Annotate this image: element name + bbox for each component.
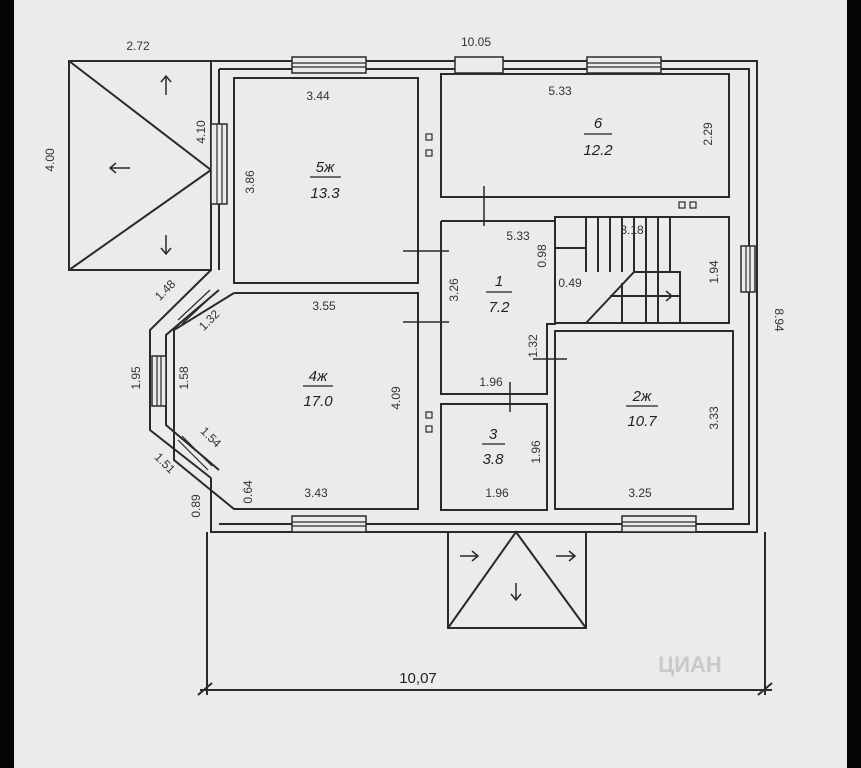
room-area: 3.8 [483,451,505,468]
room-5: 5ж 13.3 [310,159,340,202]
dim-label: 1.96 [529,440,543,464]
dim-label: 1.32 [526,334,540,358]
dim-label: 3.26 [447,278,461,302]
dimension-line [197,532,773,696]
dim-label: 1.94 [707,260,721,284]
dim-label: 3.55 [312,299,336,313]
room-5-outline [233,77,419,284]
dim-label: 1.96 [485,486,509,500]
porch [447,530,587,629]
doors [403,186,567,412]
dim-label: 0.64 [241,480,255,504]
dim-label: 1.96 [479,375,503,389]
window-icon [291,515,367,533]
room-area: 17.0 [303,393,333,410]
dim-label: 3.43 [304,486,328,500]
window-icon [291,56,367,74]
dim-label: 3.44 [306,89,330,103]
dim-label: 0.49 [558,276,582,290]
room-1: 1 7.2 [489,273,511,316]
dim-label: 4.09 [389,386,403,410]
room-area: 13.3 [310,185,340,202]
fraction-bars [303,133,658,445]
room-label: 2ж [632,388,652,405]
windows [151,56,756,533]
room-2-outline [554,330,734,510]
dim-label: 5.33 [548,84,572,98]
room-4: 4ж 17.0 [303,368,333,410]
room-label: 1 [495,273,503,290]
dim-label: 1.32 [196,307,223,334]
room-area: 12.2 [583,142,613,159]
window-icon [621,515,697,533]
arrow-icons [108,74,674,602]
room-2: 2ж 10.7 [627,388,657,430]
dim-label: 0.89 [189,494,203,518]
dim-label: 1.58 [177,366,191,390]
room-6: 6 12.2 [583,115,613,159]
room-3-outline [440,403,548,511]
room-area: 10.7 [627,413,657,430]
window-glazing [156,62,751,527]
dim-label: 3.86 [243,170,257,194]
window-icon [454,56,504,74]
window-icon [740,245,756,293]
dim-label: 1.48 [152,277,179,304]
dim-label: 2.29 [701,122,715,146]
dim-label: 5.33 [506,229,530,243]
dim-bottom-width: 10,07 [399,670,437,687]
dim-label: 0.98 [535,244,549,268]
dim-terrace-width: 2.72 [126,39,150,53]
room-label: 5ж [316,159,335,176]
dim-right-depth: 8.94 [772,308,786,332]
room-4-outline [173,292,419,510]
window-icon [151,355,167,407]
dim-top-width: 10.05 [461,35,491,49]
dim-label: 3.18 [620,223,644,237]
dim-label: 3.33 [707,406,721,430]
window-icon [586,56,662,74]
room-area: 7.2 [489,299,511,316]
vent-icons [425,133,697,433]
room-label: 6 [594,115,603,132]
watermark: ЦИАН [658,652,722,677]
window-icon [210,123,228,205]
room-label: 3 [489,426,498,443]
room-label: 4ж [309,368,328,385]
dim-terrace-depth: 4.00 [43,148,57,172]
dim-label: 1.95 [129,366,143,390]
dim-terrace-edge: 4.10 [194,120,208,144]
dim-label: 1.54 [198,424,225,451]
terrace [68,60,213,271]
dim-label: 3.25 [628,486,652,500]
room-6-outline [440,73,730,198]
room-3: 3 3.8 [483,426,505,468]
